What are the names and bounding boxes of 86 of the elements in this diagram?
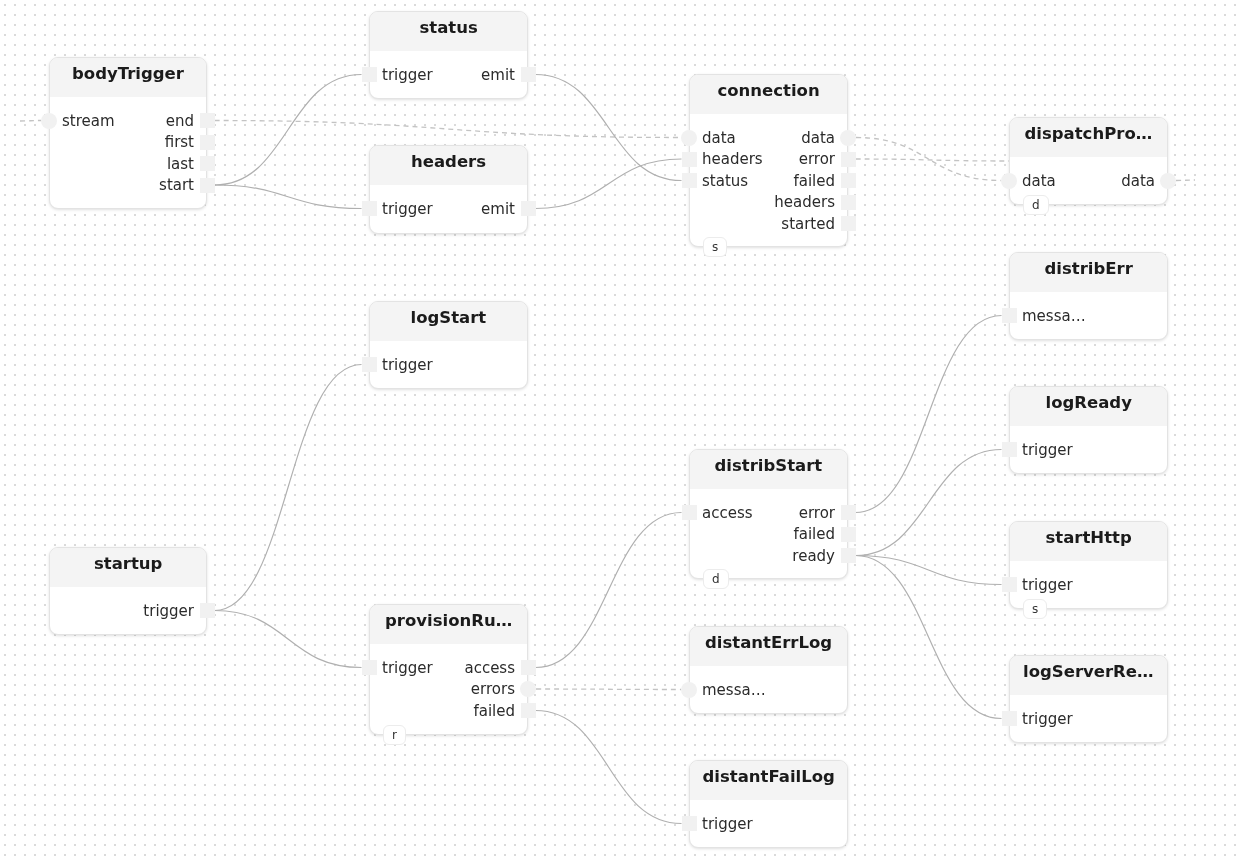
node-title: connection (717, 80, 820, 101)
port-label: errors (470, 680, 515, 698)
port-label: data (801, 128, 835, 147)
port-label: messa… (702, 680, 766, 699)
node-title: startHttp (1045, 527, 1132, 548)
port-label: start (159, 176, 194, 194)
output-port (520, 660, 536, 675)
output-port (199, 603, 215, 618)
port-label: access (702, 503, 753, 522)
port-label: messa… (1022, 306, 1086, 325)
output-port (520, 67, 536, 82)
output-port (1160, 172, 1176, 189)
port-label: data (1022, 171, 1056, 190)
port-label: access (464, 658, 515, 677)
node-title: logServerRe… (1023, 661, 1154, 682)
dashed-connector-line (535, 688, 682, 691)
node-title: distantFailLog (702, 766, 835, 787)
port-label: failed (793, 525, 835, 543)
connector-line (213, 184, 363, 210)
connector-line (854, 554, 1003, 720)
node-title: startup (94, 553, 163, 574)
connector-line (534, 158, 683, 210)
port-label: error (798, 503, 835, 522)
output-port (520, 703, 536, 718)
output-port (840, 526, 856, 542)
port-label: data (702, 128, 736, 147)
dashed-connector-line (19, 119, 42, 122)
port-label: started (781, 214, 835, 233)
port-label: first (164, 133, 194, 151)
node-title: status (419, 17, 478, 38)
connector-line (534, 709, 683, 825)
port-label: trigger (1022, 440, 1073, 459)
port-label: emit (481, 65, 515, 84)
port-label: trigger (1022, 575, 1073, 594)
port-label: stream (62, 111, 115, 130)
output-port (840, 129, 856, 146)
port-label: ready (792, 546, 835, 565)
node-tag: s (1023, 599, 1048, 619)
output-port (199, 177, 215, 193)
output-port (840, 548, 856, 563)
port-label: headers (774, 193, 835, 211)
output-port (520, 681, 536, 697)
port-label: trigger (382, 199, 433, 218)
port-label: emit (481, 199, 515, 218)
output-port (840, 151, 856, 167)
dashed-connector-line (855, 136, 1002, 182)
port-label: trigger (382, 355, 433, 374)
port-label: error (798, 150, 835, 168)
output-port (199, 113, 215, 128)
node-title: logStart (410, 307, 487, 328)
output-port (520, 201, 536, 216)
node-title: logReady (1045, 392, 1132, 413)
node-title: headers (411, 151, 487, 172)
port-label: failed (793, 171, 835, 190)
port-label: data (1121, 171, 1155, 190)
node-title: distribErr (1044, 258, 1133, 279)
output-port (199, 134, 215, 150)
port-label: status (702, 171, 749, 190)
connector-line (213, 609, 363, 669)
port-label: last (166, 154, 194, 173)
port-label: end (165, 111, 194, 130)
output-port (840, 505, 856, 520)
port-label: trigger (143, 601, 194, 620)
node-tag: s (703, 237, 728, 257)
port-label: headers (702, 150, 763, 168)
connector-line (534, 511, 683, 669)
port-label: trigger (702, 814, 753, 833)
node-tag: d (703, 569, 729, 589)
port-label: failed (473, 701, 515, 720)
output-port (840, 173, 856, 188)
port-label: trigger (1022, 709, 1073, 728)
dashed-connector-line (1175, 179, 1196, 182)
connector-line (534, 73, 683, 182)
connector-line (854, 314, 1003, 514)
node-title: dispatchPro… (1024, 123, 1153, 144)
node-title: provisionRu… (385, 610, 513, 631)
output-port (840, 216, 856, 231)
output-port (199, 156, 215, 171)
node-title: distribStart (714, 455, 823, 476)
node-tag: d (1023, 195, 1049, 215)
port-label: trigger (382, 65, 433, 84)
node-title: distantErrLog (705, 632, 833, 653)
node-title: bodyTrigger (72, 63, 184, 84)
port-label: trigger (382, 658, 433, 677)
node-tag: r (383, 725, 406, 745)
output-port (840, 194, 856, 210)
